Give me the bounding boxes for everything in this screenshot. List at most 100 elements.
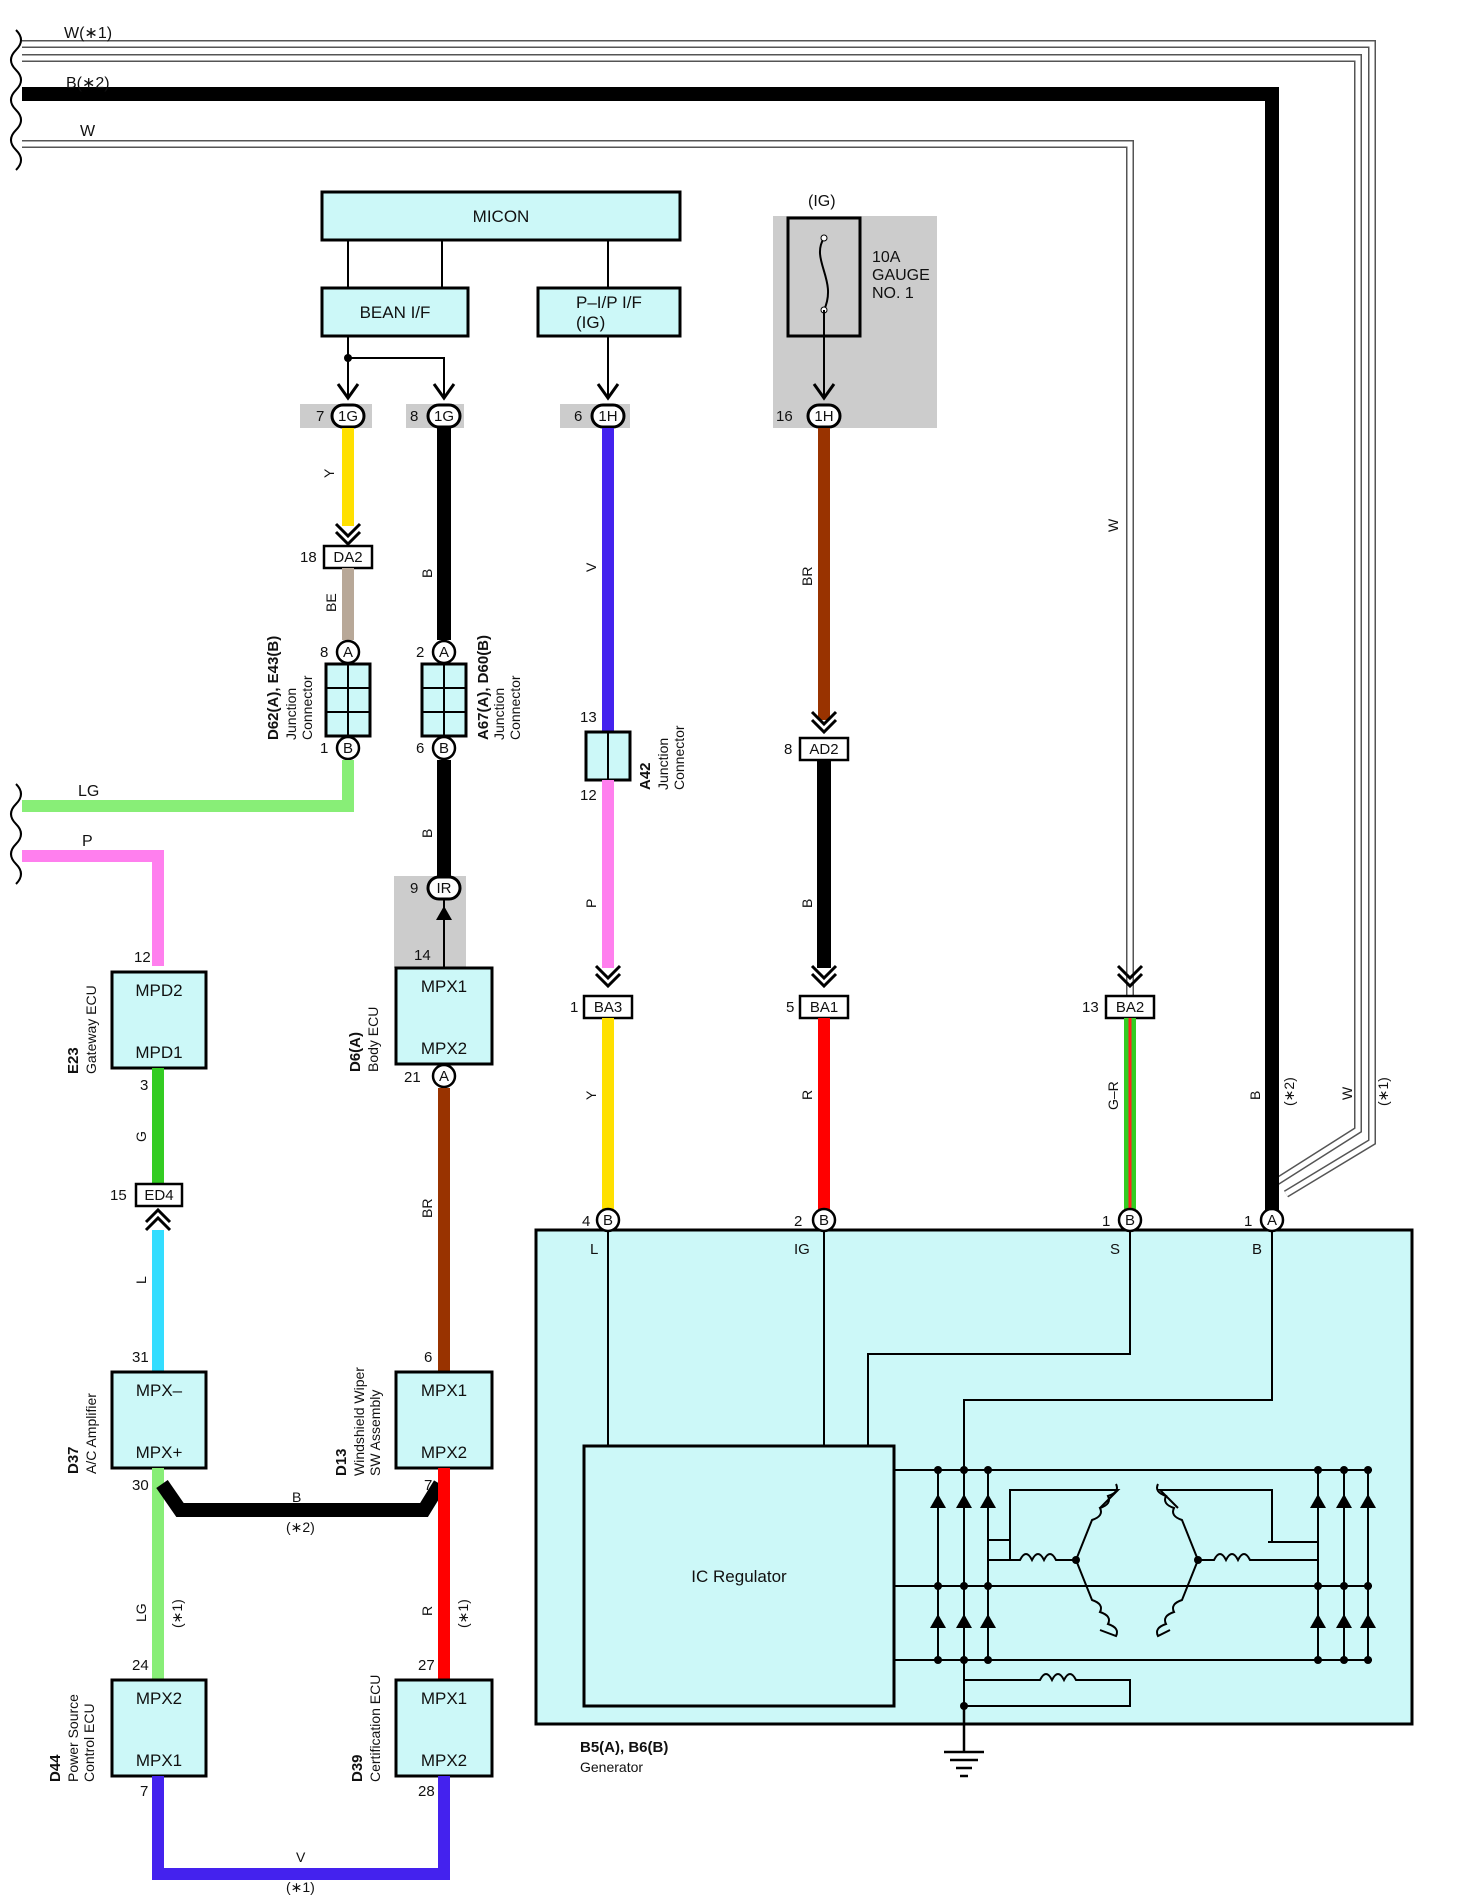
ecu-pin-number: 24 — [132, 1657, 149, 1674]
ecu-pin-name: MPX1 — [136, 1751, 182, 1770]
terminal-letter: B — [603, 1212, 613, 1229]
junction-b: B — [343, 740, 353, 757]
gateway-ecu: MPD2 MPD1 12 3 E23 Gateway ECU — [65, 949, 208, 1094]
connector-pin: 18 — [300, 549, 317, 566]
ecu-name: SW Assembly — [367, 1390, 383, 1476]
junction-name: A67(A), D60(B) — [475, 635, 492, 740]
wire-y-1g: Y — [321, 428, 354, 526]
wire-r-wiper-cert: R (∗1) — [419, 1468, 471, 1680]
gen-terminal-ig: B 2 IG — [794, 1207, 837, 1258]
connector-code: 1H — [814, 408, 833, 425]
connector-ed4: ED4 15 — [110, 1182, 184, 1232]
junction-name: D62(A), E43(B) — [265, 636, 282, 740]
junction-desc: Junction — [491, 688, 507, 740]
terminal-letter: B — [819, 1212, 829, 1229]
ecu-pin-number: 14 — [414, 947, 431, 964]
connector-pin: 16 — [776, 408, 793, 425]
wire-label-br: BR — [419, 1199, 435, 1218]
ecu-pin-number: 6 — [424, 1349, 432, 1366]
connector-ir: IR 9 — [410, 875, 462, 968]
junction-pin-b: 6 — [416, 740, 424, 757]
wire-label-b: B — [419, 829, 435, 838]
ecu-pin-number: 21 — [404, 1069, 421, 1086]
terminal-letter: B — [1125, 1212, 1135, 1229]
wire-y-gen-l: Y — [583, 1018, 614, 1210]
wire-label-b2: B(∗2) — [66, 75, 110, 92]
ecu-pin-name: MPX+ — [136, 1443, 183, 1462]
wire-note: (∗1) — [169, 1599, 185, 1628]
micon-label: MICON — [473, 207, 530, 226]
terminal-pin: 2 — [794, 1213, 802, 1230]
wire-gr-gen-s: G–R — [1105, 1018, 1136, 1210]
junction-desc: Connector — [507, 675, 523, 740]
ecu-circle-letter: A — [439, 1068, 449, 1085]
connector-code: ED4 — [144, 1187, 173, 1204]
junction-pin-a: 8 — [320, 644, 328, 661]
wire-label-v: V — [296, 1849, 306, 1865]
connector-pin: 6 — [574, 408, 582, 425]
connector-code: BA3 — [594, 999, 622, 1016]
generator: B 4 L B 2 IG B 1 S A 1 B IC Regulator — [534, 1207, 1414, 1778]
wire-label-v: V — [583, 562, 599, 572]
ecu-pin-number: 28 — [418, 1783, 435, 1800]
junction-pin-top: 13 — [580, 709, 597, 726]
wire-label-p: P — [583, 899, 599, 908]
fuse-rating: 10A — [872, 249, 901, 266]
ecu-pin-number: 30 — [132, 1477, 149, 1494]
stator-windings — [988, 1483, 1318, 1638]
ecu-name: Gateway ECU — [83, 985, 99, 1074]
connector-1h-16: 1H 16 — [776, 383, 842, 429]
wire-label-p: P — [82, 833, 93, 850]
shade-fuse — [773, 216, 937, 428]
wire-note: (∗1) — [286, 1879, 315, 1895]
wire-label-w1: W(∗1) — [64, 25, 112, 42]
terminal-letter: A — [1267, 1212, 1277, 1229]
ecu-pin-name: MPX1 — [421, 977, 467, 996]
junction-name: A42 — [637, 762, 654, 790]
ecu-name: Power Source — [65, 1694, 81, 1782]
wire-label-b: B — [419, 569, 435, 578]
right-wire-labels: B (∗2) W (∗1) — [1247, 1077, 1391, 1106]
ecu-pin-number: 27 — [418, 1657, 435, 1674]
ecu-pin-number: 3 — [140, 1077, 148, 1094]
power-source-ecu: MPX2 MPX1 24 7 D44 Power Source Control … — [47, 1657, 208, 1800]
junction-desc: Junction — [655, 738, 671, 790]
wire-note: (∗2) — [1281, 1077, 1297, 1106]
body-ecu: MPX1 MPX2 14 A 21 D6(A) Body ECU — [347, 947, 494, 1089]
connector-ba1: BA1 5 — [786, 964, 850, 1020]
wire-label-r: R — [799, 1090, 815, 1100]
generator-name: Generator — [580, 1759, 643, 1775]
pip-if-label: P–I/P I/F — [576, 293, 642, 312]
connector-pin: 5 — [786, 999, 794, 1016]
fuse-gauge-no1: (IG) 10A GAUGE NO. 1 — [786, 193, 930, 396]
terminal-pin: 4 — [582, 1213, 590, 1230]
fuse-name: GAUGE — [872, 267, 930, 284]
wire-label-lg: LG — [133, 1603, 149, 1622]
ac-amplifier: MPX– MPX+ 31 30 D37 A/C Amplifier — [65, 1349, 208, 1494]
micon-block: MICON BEAN I/F P–I/P I/F (IG) — [320, 190, 682, 396]
connector-ba2: BA2 13 — [1082, 964, 1156, 1020]
wire-label-b: B — [799, 899, 815, 908]
ecu-pin-name: MPX2 — [421, 1039, 467, 1058]
connector-pin: 9 — [410, 880, 418, 897]
connector-pin: 8 — [784, 741, 792, 758]
ecu-pin-name: MPX1 — [421, 1381, 467, 1400]
ecu-id: E23 — [65, 1047, 82, 1074]
gen-terminal-s: B 1 S — [1102, 1207, 1143, 1258]
ecu-pin-number: 12 — [134, 949, 151, 966]
connector-code: IR — [437, 880, 452, 897]
junction-a: A — [343, 644, 353, 661]
connector-ad2: AD2 8 — [784, 710, 850, 762]
ecu-name: Certification ECU — [367, 1675, 383, 1782]
wire-v-1h: V — [583, 428, 614, 732]
connector-code: DA2 — [333, 549, 362, 566]
wire-br-1h16: BR — [799, 428, 830, 720]
ecu-name: Control ECU — [81, 1703, 97, 1782]
wire-lg-left: LG — [22, 760, 354, 812]
junction-a42: 13 12 A42 Junction Connector — [580, 709, 687, 804]
connector-pin: 7 — [316, 408, 324, 425]
wire-label-gr: G–R — [1105, 1081, 1121, 1110]
top-wires: W(∗1) B(∗2) W — [10, 25, 1376, 1212]
connector-pin: 15 — [110, 1187, 127, 1204]
